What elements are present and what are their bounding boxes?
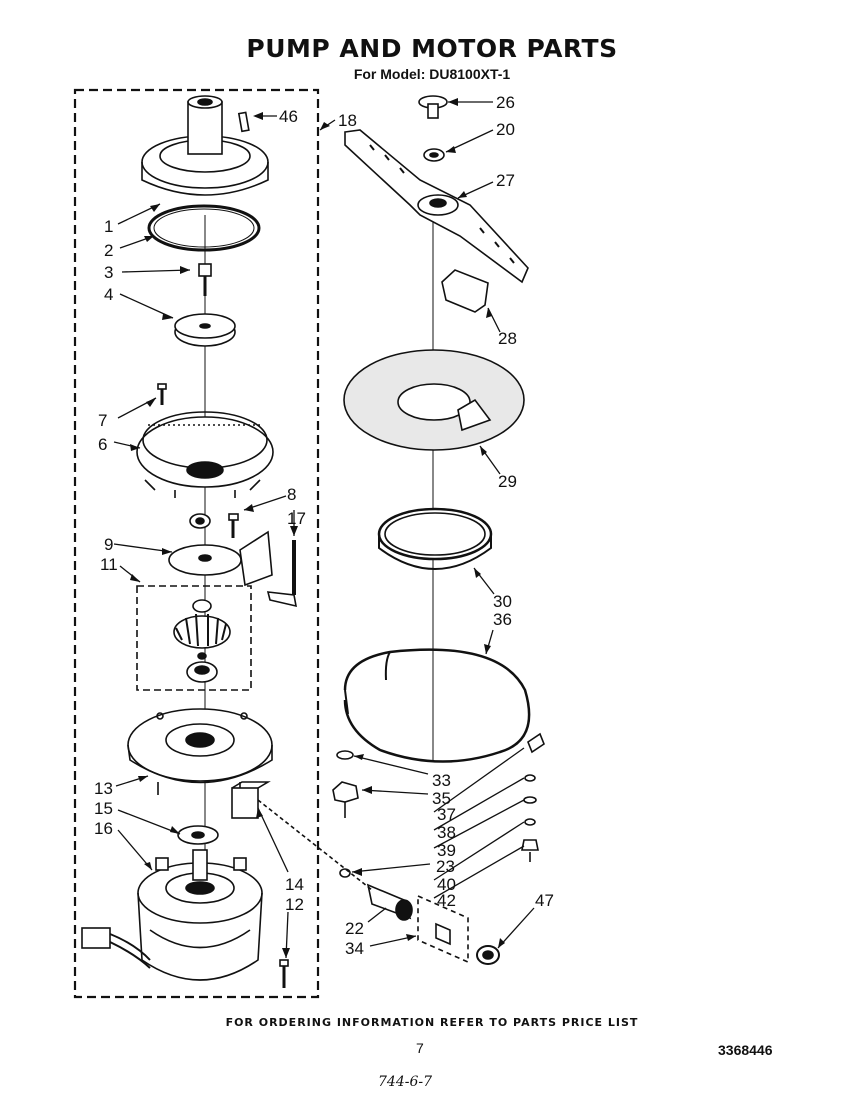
pump-body-6 bbox=[136, 411, 274, 498]
assembly-34-boundary bbox=[417, 894, 469, 964]
callout-12: 12 bbox=[285, 895, 304, 914]
callout-33: 33 bbox=[432, 771, 451, 790]
bracket-35 bbox=[332, 781, 359, 803]
callout-13: 13 bbox=[94, 779, 113, 798]
callout-18: 18 bbox=[338, 111, 357, 130]
callout-7: 7 bbox=[98, 411, 107, 430]
document-number: 3368446 bbox=[718, 1042, 773, 1058]
callout-9: 9 bbox=[104, 535, 113, 554]
callout-17: 17 bbox=[287, 509, 306, 528]
callout-38: 38 bbox=[437, 823, 456, 842]
callout-23: 23 bbox=[436, 857, 455, 876]
pump-housing-top bbox=[141, 95, 269, 196]
motor-16 bbox=[81, 849, 263, 981]
callout-29: 29 bbox=[498, 472, 517, 491]
switch-22 bbox=[366, 883, 413, 921]
page-title: PUMP AND MOTOR PARTS bbox=[246, 34, 618, 63]
callout-36: 36 bbox=[493, 610, 512, 629]
page-number: 7 bbox=[416, 1040, 424, 1056]
callout-8: 8 bbox=[287, 485, 296, 504]
block-14 bbox=[231, 781, 271, 819]
screw-7 bbox=[157, 383, 167, 405]
callout-39: 39 bbox=[437, 841, 456, 860]
model-subtitle: For Model: DU8100XT-1 bbox=[353, 66, 511, 82]
callout-28: 28 bbox=[498, 329, 517, 348]
assembly-11-boundary bbox=[136, 585, 252, 691]
o-ring bbox=[147, 204, 261, 252]
callout-35: 35 bbox=[432, 789, 451, 808]
callout-15: 15 bbox=[94, 799, 113, 818]
ordering-note: FOR ORDERING INFORMATION REFER TO PARTS … bbox=[225, 1016, 639, 1029]
callout-37: 37 bbox=[437, 805, 456, 824]
callout-20: 20 bbox=[496, 120, 515, 139]
callout-40: 40 bbox=[437, 875, 456, 894]
screw-12 bbox=[279, 959, 289, 988]
nut-47 bbox=[476, 945, 500, 965]
callout-14: 14 bbox=[285, 875, 304, 894]
callout-3: 3 bbox=[104, 263, 113, 282]
callout-27: 27 bbox=[496, 171, 515, 190]
spray-arm-27 bbox=[344, 129, 529, 284]
callout-1: 1 bbox=[104, 217, 113, 236]
impeller-11 bbox=[173, 599, 231, 683]
callout-6: 6 bbox=[98, 435, 107, 454]
heater-36 bbox=[343, 648, 531, 763]
callout-47: 47 bbox=[535, 891, 554, 910]
plate-9 bbox=[168, 530, 273, 587]
callout-30: 30 bbox=[493, 592, 512, 611]
gasket-33 bbox=[336, 750, 354, 760]
filter-screen-29 bbox=[343, 349, 525, 451]
disc-4 bbox=[174, 313, 236, 347]
impeller-pin bbox=[198, 263, 212, 296]
callout-42: 42 bbox=[437, 891, 456, 910]
o-ring-23 bbox=[339, 868, 351, 878]
callout-2: 2 bbox=[104, 241, 113, 260]
callout-46: 46 bbox=[279, 107, 298, 126]
callout-16: 16 bbox=[94, 819, 113, 838]
callout-22: 22 bbox=[345, 919, 364, 938]
callout-34: 34 bbox=[345, 939, 364, 958]
cap-26 bbox=[418, 95, 448, 119]
handwritten-note: 744-6-7 bbox=[378, 1074, 432, 1090]
rod-17 bbox=[266, 540, 298, 608]
seal-ring-30 bbox=[377, 507, 493, 570]
fastener-stack bbox=[521, 732, 545, 862]
callout-4: 4 bbox=[104, 285, 113, 304]
callout-26: 26 bbox=[496, 93, 515, 112]
clip-28 bbox=[441, 269, 489, 313]
motor-mount-13 bbox=[127, 708, 273, 795]
screw-8 bbox=[228, 513, 239, 538]
callout-11: 11 bbox=[100, 555, 118, 574]
